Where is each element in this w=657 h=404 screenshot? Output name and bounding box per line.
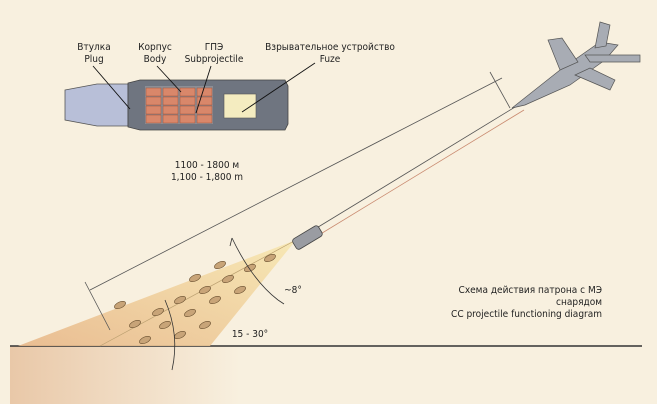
aircraft <box>511 21 641 109</box>
cone-axis <box>99 239 297 347</box>
trajectory-line <box>313 109 525 239</box>
impact-angle-label: 15 - 30° <box>231 329 269 340</box>
subprojectiles <box>114 253 276 345</box>
diagram-caption: Схема действия патрона с МЭ снарядом CC … <box>451 285 602 320</box>
subprojectile-stack <box>145 87 213 124</box>
leader-lines <box>92 62 316 114</box>
impact-angle-arc <box>164 299 176 371</box>
range-dimension-line <box>89 77 503 291</box>
shell-cutaway <box>64 79 289 131</box>
dimension-tick <box>489 71 511 109</box>
projectile-in-flight <box>292 225 323 250</box>
trajectory-line <box>309 103 521 233</box>
subprojectile-cone <box>18 240 296 346</box>
dimension-tick <box>84 281 111 331</box>
ground-area <box>10 346 240 404</box>
spread-angle-arc <box>231 237 279 301</box>
spread-angle-label: ~8° <box>284 285 302 296</box>
